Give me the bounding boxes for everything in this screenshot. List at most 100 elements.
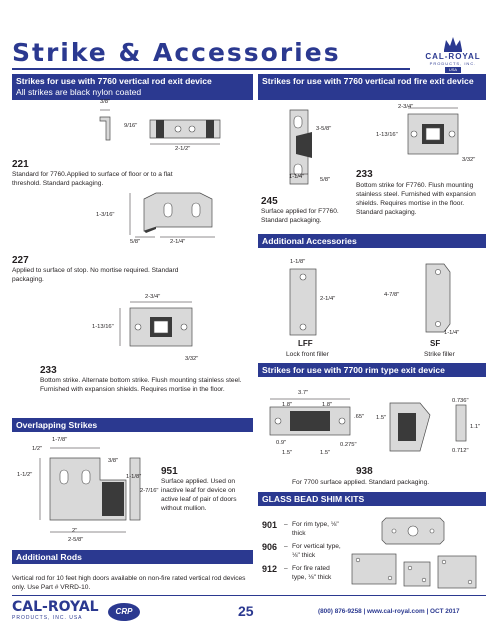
section-heading-text: Strikes for use with 7760 vertical rod e…	[16, 76, 212, 86]
section-heading-rim-type: Strikes for use with 7700 rim type exit …	[258, 363, 486, 377]
section-heading-overlapping: Overlapping Strikes	[12, 418, 253, 432]
product-number-227: 227	[12, 255, 29, 266]
dim-951-h: 2-5/8"	[68, 537, 84, 543]
dim-245-b: 1-1/4"	[289, 174, 305, 180]
product-text-lff: Lock front filler	[286, 351, 329, 358]
dim-233f-a: 2-3/4"	[398, 104, 414, 110]
shim-text: For fire rated type, ⅛" thick	[292, 565, 332, 581]
product-number-233: 233	[40, 365, 57, 376]
shim-list: 901 – For rim type, ⅛" thick 906 – For v…	[262, 520, 344, 582]
strike-938-drawing	[269, 398, 467, 452]
dim-233f-c: 3/32"	[462, 157, 476, 163]
strike-233f-drawing	[407, 107, 459, 155]
product-text-sf: Strike filler	[424, 351, 455, 358]
product-number-sf: SF	[430, 339, 441, 348]
product-number-233f: 233	[356, 169, 373, 180]
logo-sub: PRODUCTS, INC.	[429, 61, 477, 66]
dim-951-b: 1/2"	[32, 446, 43, 452]
filler-lff-drawing	[289, 268, 317, 336]
dim-245-c: 5/8"	[320, 177, 331, 183]
additional-rods-text: Vertical rod for 10 feet high doors avai…	[12, 575, 246, 591]
dim-938-a: 3.7"	[298, 390, 309, 396]
dim-227-a: 1-3/16"	[96, 212, 115, 218]
dim-951-a: 1-7/8"	[52, 437, 68, 443]
shim-plates-drawing	[351, 517, 477, 589]
dim-938-e: 1.5"	[376, 415, 387, 421]
shim-dash: –	[284, 521, 288, 528]
crown-icon	[444, 37, 462, 52]
footer-contact: (800) 876-9258 | www.cal-royal.com | OCT…	[318, 608, 460, 615]
section-subheading: All strikes are black nylon coated	[16, 87, 142, 97]
product-text-951: Surface applied. Used on inactive leaf f…	[161, 478, 237, 512]
strike-221-drawing	[99, 109, 221, 145]
product-text-221: Standard for 7760.Applied to surface of …	[12, 171, 173, 187]
product-text-245: Surface applied for F7760. Standard pack…	[261, 208, 339, 224]
product-number-951: 951	[161, 466, 178, 477]
dim-938-d: .65"	[354, 414, 365, 420]
page-title: Strike & Accessories	[12, 38, 341, 67]
product-number-lff: LFF	[298, 339, 313, 348]
shim-item-901: 901 – For rim type, ⅛" thick	[262, 520, 344, 538]
strike-245-drawing	[289, 109, 312, 185]
shim-item-906: 906 – For vertical type, ⅛" thick	[262, 542, 344, 560]
shim-text: For vertical type, ⅛" thick	[292, 543, 341, 559]
dim-951-e: 1-1/8"	[126, 474, 142, 480]
dim-951-d: 1-1/2"	[17, 472, 33, 478]
dim-lff-b: 2-1/4"	[320, 296, 336, 302]
product-text-227: Applied to surface of stop. No mortise r…	[12, 267, 179, 283]
company-logo: CAL-ROYAL PRODUCTS, INC. USA	[414, 34, 492, 74]
strike-951-drawing	[39, 447, 141, 533]
strike-227-drawing	[129, 192, 215, 238]
logo-usa: USA	[445, 67, 461, 73]
dim-951-c: 3/8"	[108, 458, 119, 464]
logo-brand: CAL-ROYAL	[425, 52, 481, 61]
product-number-938: 938	[356, 466, 373, 477]
dim-sf-b: 1-1/4"	[444, 330, 460, 336]
shim-dash: –	[284, 565, 288, 572]
partner-logo: CRP	[108, 603, 140, 621]
strike-233-drawing	[119, 301, 193, 347]
dim-233-c: 3/32"	[185, 356, 199, 362]
dim-951-f: 2-7/16"	[140, 488, 159, 494]
dim-938-b: 1.8"	[282, 402, 293, 408]
dim-951-g: 2"	[72, 528, 78, 534]
dim-938-f: 0.736"	[452, 398, 469, 404]
shim-item-912: 912 – For fire rated type, ⅛" thick	[262, 564, 344, 582]
section-heading-additional-accessories: Additional Accessories	[258, 234, 486, 248]
dim-233f-b: 1-13/16"	[376, 132, 398, 138]
shim-number: 906	[262, 542, 278, 552]
section-heading-vertical-rod-fire: Strikes for use with 7760 vertical rod f…	[258, 74, 486, 100]
shim-number: 912	[262, 564, 278, 574]
dim-938-c: 1.8"	[322, 402, 333, 408]
dim-938-g: 0.9"	[276, 440, 287, 446]
footer-logo: CAL-ROYAL PRODUCTS, INC. USA	[12, 599, 102, 627]
dim-938-i: 1.5"	[320, 450, 331, 456]
dim-sf-a: 4-7/8"	[384, 292, 400, 298]
dim-221-a: 3/8"	[100, 99, 111, 105]
dim-227-b: 5/8"	[130, 239, 141, 245]
dim-227-c: 2-1/4"	[170, 239, 186, 245]
shim-text: For rim type, ⅛" thick	[292, 521, 339, 537]
title-rule	[12, 68, 410, 70]
dim-233-a: 2-3/4"	[145, 294, 161, 300]
dim-938-k: 1.1"	[470, 424, 481, 430]
dim-221-c: 2-1/2"	[175, 146, 191, 152]
footer-logo-sub: PRODUCTS, INC. USA	[12, 615, 83, 621]
product-number-221: 221	[12, 159, 29, 170]
product-text-938: For 7700 surface applied. Standard packa…	[292, 479, 430, 486]
dim-245-a: 3-5/8"	[316, 126, 332, 132]
dim-lff-a: 1-1/8"	[290, 259, 306, 265]
product-number-245: 245	[261, 196, 278, 207]
section-heading-vertical-rod: Strikes for use with 7760 vertical rod e…	[12, 74, 253, 100]
section-heading-glass-bead: GLASS BEAD SHIM KITS	[258, 492, 486, 506]
product-text-233f: Bottom strike for F7760. Flush mounting …	[356, 182, 476, 216]
dim-221-b: 9/16"	[124, 123, 138, 129]
dim-938-h: 1.5"	[282, 450, 293, 456]
dim-938-j: 0.275"	[340, 442, 357, 448]
filler-sf-drawing	[425, 263, 451, 333]
footer-logo-brand: CAL-ROYAL	[12, 599, 99, 615]
dim-938-l: 0.712"	[452, 448, 469, 454]
footer-rule	[12, 595, 486, 596]
page-number: 25	[238, 603, 254, 619]
shim-number: 901	[262, 520, 278, 530]
